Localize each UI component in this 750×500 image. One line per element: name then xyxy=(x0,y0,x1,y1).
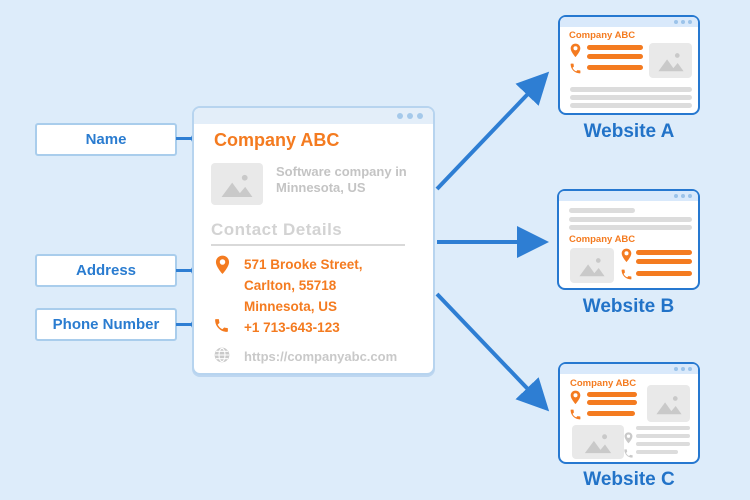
arrow-to-website-c-icon xyxy=(435,292,550,412)
window-titlebar xyxy=(559,191,698,201)
phone-icon xyxy=(570,409,581,420)
text-line-placeholder xyxy=(636,442,690,446)
phone-icon xyxy=(621,269,632,280)
address-line-placeholder xyxy=(587,54,643,59)
window-titlebar xyxy=(560,364,698,374)
text-line-placeholder xyxy=(636,450,678,454)
location-pin-icon xyxy=(570,390,581,405)
listing-company-name: Company ABC xyxy=(569,234,636,245)
arrow-to-website-a-icon xyxy=(435,71,550,191)
image-placeholder-icon xyxy=(655,395,682,414)
text-line-placeholder xyxy=(570,87,692,92)
window-dot-icon xyxy=(688,194,692,198)
text-line-placeholder xyxy=(569,208,635,213)
website-a-caption: Website A xyxy=(583,121,675,142)
window-dot-icon xyxy=(674,20,678,24)
phone-line-placeholder xyxy=(587,65,643,70)
window-dot-icon xyxy=(688,367,692,371)
window-dot-icon xyxy=(674,367,678,371)
phone-line-placeholder xyxy=(587,411,635,416)
image-placeholder-icon xyxy=(579,257,605,276)
window-dot-icon xyxy=(397,113,403,119)
website-b-caption: Website B xyxy=(582,296,675,317)
company-phone: +1 713-643-123 xyxy=(244,320,340,335)
address-connector-line xyxy=(176,269,196,272)
image-placeholder xyxy=(572,425,624,459)
address-line-placeholder xyxy=(587,45,643,50)
window-dot-icon xyxy=(674,194,678,198)
address-line-2: Carlton, 55718 xyxy=(244,278,337,293)
label-name: Name xyxy=(35,123,177,156)
text-line-placeholder xyxy=(570,103,692,108)
window-dot-icon xyxy=(417,113,423,119)
address-line-3: Minnesota, US xyxy=(244,299,338,314)
window-titlebar xyxy=(560,17,698,27)
business-listing-card: Company ABC Software company in Minnesot… xyxy=(192,106,435,375)
image-placeholder-icon xyxy=(657,52,684,71)
image-placeholder xyxy=(649,43,692,78)
label-name-text: Name xyxy=(85,131,127,148)
text-line-placeholder xyxy=(636,434,690,438)
text-line-placeholder xyxy=(569,217,692,222)
window-dot-icon xyxy=(681,194,685,198)
window-dot-icon xyxy=(681,20,685,24)
website-c-card: Company ABC xyxy=(558,362,700,464)
company-address: 571 Brooke Street, Carlton, 55718 Minnes… xyxy=(244,254,363,317)
address-line-placeholder xyxy=(636,259,692,264)
address-line-1: 571 Brooke Street, xyxy=(244,257,363,272)
company-name: Company ABC xyxy=(214,130,340,150)
name-connector-line xyxy=(176,137,196,140)
section-divider xyxy=(211,244,405,246)
company-description: Software company in Minnesota, US xyxy=(276,164,407,195)
listing-company-name: Company ABC xyxy=(570,378,637,389)
company-image-placeholder xyxy=(211,163,263,205)
website-a-card: Company ABC xyxy=(558,15,700,115)
text-line-placeholder xyxy=(569,225,692,230)
location-pin-icon xyxy=(624,432,633,444)
label-address-text: Address xyxy=(75,262,137,279)
image-placeholder xyxy=(570,248,614,283)
website-c-caption: Website C xyxy=(583,469,675,490)
phone-connector-line xyxy=(176,323,196,326)
listing-company-name: Company ABC xyxy=(569,30,636,41)
image-placeholder-icon xyxy=(584,433,612,453)
globe-icon xyxy=(214,347,230,363)
address-line-placeholder xyxy=(636,250,692,255)
phone-icon xyxy=(624,449,633,458)
label-phone: Phone Number xyxy=(35,308,177,341)
window-dot-icon xyxy=(681,367,685,371)
phone-line-placeholder xyxy=(636,271,692,276)
label-phone-text: Phone Number xyxy=(52,316,160,333)
location-pin-icon xyxy=(570,43,581,58)
location-pin-icon xyxy=(621,248,632,263)
label-address: Address xyxy=(35,254,177,287)
text-line-placeholder xyxy=(570,95,692,100)
window-dot-icon xyxy=(688,20,692,24)
phone-icon xyxy=(215,319,228,332)
location-pin-icon xyxy=(215,255,230,274)
window-dot-icon xyxy=(407,113,413,119)
window-titlebar xyxy=(194,108,433,124)
phone-icon xyxy=(570,63,581,74)
image-placeholder xyxy=(647,385,690,422)
address-line-placeholder xyxy=(587,392,637,397)
address-line-placeholder xyxy=(587,400,637,405)
image-placeholder-icon xyxy=(221,174,253,197)
contact-details-heading: Contact Details xyxy=(211,220,343,239)
company-website-url: https://companyabc.com xyxy=(244,349,398,364)
website-b-card: Company ABC xyxy=(557,189,700,290)
text-line-placeholder xyxy=(636,426,690,430)
